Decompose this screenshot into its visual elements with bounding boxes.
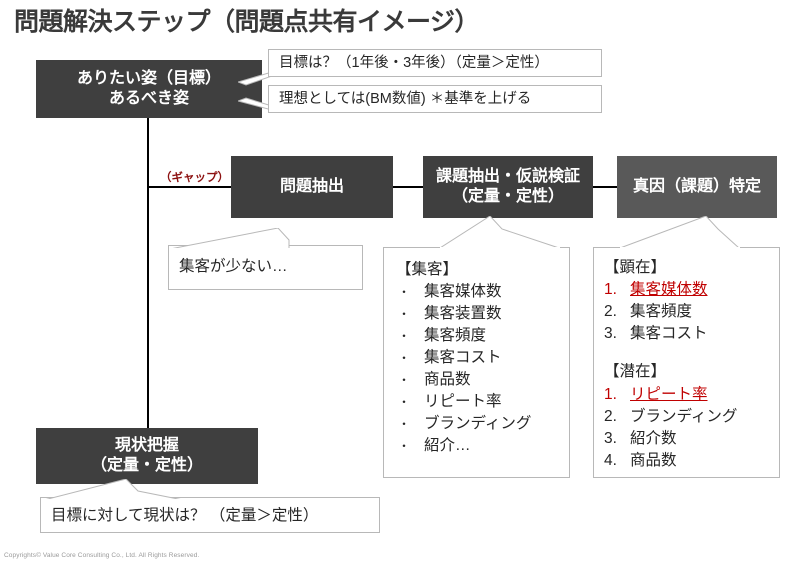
connector-gap-horizontal (147, 186, 233, 188)
list-item: 1. 集客媒体数 (604, 279, 771, 301)
list-item: 3. 集客コスト (604, 323, 771, 345)
bullet-icon: ・ (398, 373, 411, 388)
list-root-causes[interactable]: 【顕在】 1. 集客媒体数 2. 集客頻度 3. 集客コスト 【潜在】 1. リピート率 2.… (593, 247, 780, 478)
callout-goal-note-1[interactable]: 目標は？（1年後・3年後）（定量＞定性） (268, 49, 602, 77)
node-issue-hypothesis-label: 課題抽出・仮説検証 （定量・定性） (435, 167, 580, 205)
list-item: ・リピート率 (396, 391, 559, 413)
list-item-number: 2. (604, 303, 617, 321)
list-item-label: 集客媒体数 (424, 283, 502, 301)
callout-current-note-text: 目標に対して現状は？ （定量＞定性） (51, 507, 319, 524)
node-goal[interactable]: ありたい姿（目標） あるべき姿 (36, 60, 262, 118)
callout-goal-note-1-text: 目標は？（1年後・3年後）（定量＞定性） (279, 54, 549, 71)
latent-heading: 【潜在】 (604, 363, 667, 381)
list-item-label: 集客頻度 (630, 303, 693, 321)
attraction-list-items: ・集客媒体数・集客装置数・集客頻度・集客コスト・商品数・リピート率・ブランディン… (396, 281, 559, 457)
list-item-label: ブランディング (424, 415, 532, 433)
list-item-label: 紹介数 (630, 429, 677, 447)
callout-problem-note[interactable]: 集客が少ない… (168, 245, 363, 290)
list-item: 3. 紹介数 (604, 428, 771, 450)
list-item-number: 3. (604, 325, 617, 343)
list-item-number: 1. (604, 281, 617, 299)
list-attraction-metrics[interactable]: 【集客】 ・集客媒体数・集客装置数・集客頻度・集客コスト・商品数・リピート率・ブ… (383, 247, 570, 478)
bullet-icon: ・ (398, 329, 411, 344)
attraction-list-heading: 【集客】 (396, 261, 459, 278)
list-item-label: 集客装置数 (424, 305, 502, 323)
latent-list-items: 1. リピート率 2. ブランディング 3. 紹介数 4. 商品数 (604, 384, 771, 472)
node-root-cause-label: 真因（課題）特定 (632, 177, 761, 195)
gap-label: （ギャップ） (160, 172, 229, 184)
bullet-icon: ・ (398, 351, 411, 366)
bullet-icon: ・ (398, 439, 411, 454)
list-item-label: 集客コスト (424, 349, 502, 367)
list-item: 4. 商品数 (604, 450, 771, 472)
callout-goal-note-2-text: 理想としては(BM数値) ＊基準を上げる (279, 90, 532, 107)
cause-list-pointer (620, 216, 740, 249)
manifest-list-items: 1. 集客媒体数 2. 集客頻度 3. 集客コスト (604, 279, 771, 345)
list-item: ・集客媒体数 (396, 281, 559, 303)
list-item-number: 1. (604, 385, 617, 403)
list-item-label: リピート率 (424, 393, 502, 411)
list-item: ・商品数 (396, 369, 559, 391)
list-item: ・集客装置数 (396, 303, 559, 325)
callout-problem-note-text: 集客が少ない… (179, 258, 288, 275)
list-item-label: リピート率 (630, 385, 708, 403)
node-issue-hypothesis[interactable]: 課題抽出・仮説検証 （定量・定性） (423, 156, 593, 218)
list-item-number: 2. (604, 407, 617, 425)
node-problem-extraction[interactable]: 問題抽出 (231, 156, 393, 218)
list-item-label: 商品数 (424, 371, 471, 389)
list-item-label: ブランディング (630, 407, 738, 425)
list-item-label: 商品数 (630, 451, 677, 469)
connector-trunk-vertical (147, 118, 149, 434)
attraction-list-pointer (440, 216, 560, 249)
list-item: 2. ブランディング (604, 406, 771, 428)
connector-issue-to-cause (593, 186, 618, 188)
list-spacer (604, 345, 771, 360)
list-item-label: 集客媒体数 (630, 281, 708, 299)
copyright-footer: Copyrights© Value Core Consulting Co., L… (4, 552, 200, 559)
list-item: 1. リピート率 (604, 384, 771, 406)
node-goal-label: ありたい姿（目標） あるべき姿 (76, 69, 221, 107)
list-item: ・集客頻度 (396, 325, 559, 347)
list-item-label: 集客頻度 (424, 327, 487, 345)
bullet-icon: ・ (398, 307, 411, 322)
manifest-heading: 【顕在】 (604, 259, 667, 276)
node-problem-extraction-label: 問題抽出 (279, 177, 344, 195)
list-item: 2. 集客頻度 (604, 301, 771, 323)
callout-current-note[interactable]: 目標に対して現状は？ （定量＞定性） (40, 497, 380, 533)
bullet-icon: ・ (398, 417, 411, 432)
node-current-state-label: 現状把握 （定量・定性） (90, 436, 203, 474)
node-root-cause[interactable]: 真因（課題）特定 (617, 156, 777, 218)
bullet-icon: ・ (398, 285, 411, 300)
connector-problem-to-issue (393, 186, 424, 188)
list-item-number: 3. (604, 429, 617, 447)
callout-goal-note-2[interactable]: 理想としては(BM数値) ＊基準を上げる (268, 85, 602, 113)
list-item-label: 紹介… (424, 437, 471, 455)
list-item: ・ブランディング (396, 413, 559, 435)
bullet-icon: ・ (398, 395, 411, 410)
node-current-state[interactable]: 現状把握 （定量・定性） (36, 428, 258, 484)
list-item-label: 集客コスト (630, 325, 708, 343)
page-title: 問題解決ステップ（問題点共有イメージ） (14, 8, 480, 36)
list-item: ・紹介… (396, 435, 559, 457)
list-item: ・集客コスト (396, 347, 559, 369)
list-item-number: 4. (604, 451, 617, 469)
